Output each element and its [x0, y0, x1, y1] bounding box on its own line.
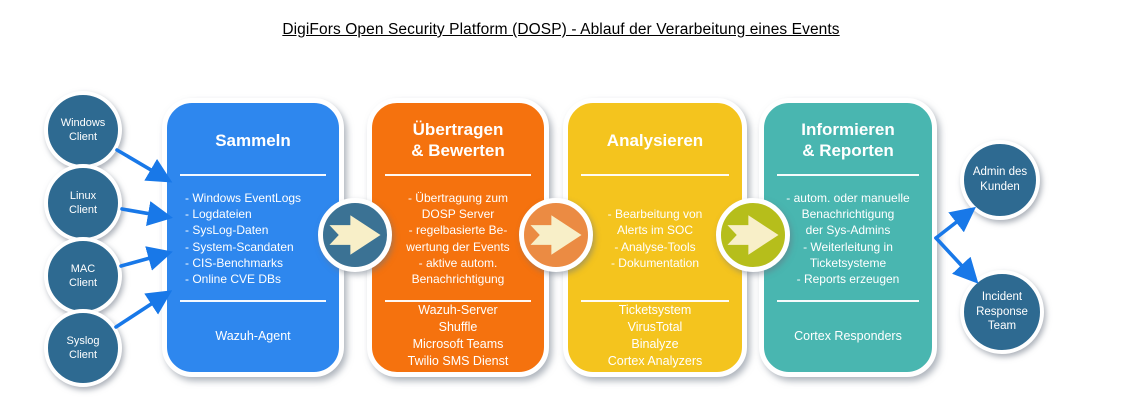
target-label: Admin des Kunden [972, 166, 1028, 193]
source-circle-windows-client: Windows Client [44, 91, 122, 169]
stage-items: - Windows EventLogs - Logdateien - SysLo… [175, 178, 331, 299]
stage-item: - aktive autom. Benachrichtigung [411, 255, 505, 287]
stage-separator [581, 300, 729, 302]
stage-item: - regelbasierte Be- wertung der Events [406, 223, 510, 254]
stage-items: - Bearbeitung von Alerts im SOC - Analys… [576, 178, 734, 299]
stage-separator [180, 174, 326, 176]
flow-arrow-circle-2 [519, 198, 593, 272]
target-label: Incident Response Team [976, 291, 1028, 333]
target-circle-admin-des-kunden: Admin des Kunden [960, 140, 1040, 220]
target-circle-incident-response-team: Incident Response Team [960, 270, 1044, 354]
connector-arrow [115, 148, 173, 183]
stage-item: - Dokumentation [610, 255, 700, 270]
stage-item: - Übertragung zum DOSP Server [407, 190, 509, 221]
stage-item: - Windows EventLogs [185, 190, 302, 205]
stage-tool: Cortex Analyzers [607, 354, 703, 368]
stage-tool: Microsoft Teams [412, 337, 504, 351]
flow-arrow-circle-1 [318, 198, 392, 272]
stage-items: - autom. oder manuelle Benachrichtigung … [772, 178, 924, 299]
stage-separator [180, 300, 326, 302]
source-label: Windows Client [60, 116, 106, 143]
stage-tools: Ticketsystem VirusTotal Binalyze Cortex … [572, 302, 738, 370]
stage-item: - autom. oder manuelle Benachrichtigung … [786, 190, 910, 238]
stage-item: - Weiterleitung in Ticketsysteme [803, 239, 893, 270]
connector-arrow [114, 290, 173, 329]
stage-card-uebertragen-bewerten: Übertragen & Bewerten - Übertragung zum … [367, 98, 549, 377]
connector-arrow [934, 236, 979, 284]
source-label: MAC Client [68, 262, 98, 289]
stage-tool: VirusTotal [627, 320, 683, 334]
stage-separator [777, 300, 919, 302]
stage-title: Sammeln [215, 130, 291, 150]
stage-title: Analysieren [606, 130, 704, 150]
flow-arrow-circle-3 [716, 198, 790, 272]
source-label: Syslog Client [66, 334, 100, 361]
stage-items: - Übertragung zum DOSP Server - regelbas… [380, 178, 536, 299]
stage-tools: Wazuh-Server Shuffle Microsoft Teams Twi… [376, 302, 540, 370]
stage-item: - CIS-Benchmarks [185, 255, 284, 270]
stage-item: - Online CVE DBs [185, 272, 282, 287]
flow-arrow-icon [527, 206, 585, 264]
stage-item: - SysLog-Daten [185, 223, 269, 238]
stage-card-sammeln: Sammeln - Windows EventLogs - Logdateien… [162, 98, 344, 377]
stage-tool: Twilio SMS Dienst [407, 354, 509, 368]
stage-tool: Binalyze [631, 337, 679, 351]
stage-tool: Shuffle [438, 320, 478, 334]
stage-separator [385, 174, 531, 176]
stage-item: - Analyse-Tools [614, 239, 696, 254]
stage-separator [581, 174, 729, 176]
stage-item: - System-Scandaten [185, 239, 294, 254]
stage-item: - Logdateien [185, 206, 252, 221]
source-circle-mac-client: MAC Client [44, 237, 122, 315]
stage-tools: Cortex Responders [768, 302, 928, 370]
stage-tool: Ticketsystem [618, 303, 692, 317]
stage-item: - Reports erzeugen [796, 272, 900, 287]
connector-arrow [119, 246, 173, 271]
connector-arrow [934, 206, 976, 240]
stage-separator [385, 300, 531, 302]
stage-separator [777, 174, 919, 176]
page-title: DigiFors Open Security Platform (DOSP) -… [282, 21, 840, 38]
stage-tools: Wazuh-Agent [171, 302, 335, 370]
stage-tool: Wazuh-Server [418, 303, 498, 317]
stage-title: Informieren & Reporten [801, 120, 895, 160]
stage-title: Übertragen & Bewerten [411, 120, 505, 160]
source-circle-linux-client: Linux Client [44, 164, 122, 242]
flow-arrow-icon [326, 206, 384, 264]
stage-item: - Bearbeitung von Alerts im SOC [607, 206, 703, 238]
stage-tool: Cortex Responders [794, 328, 902, 343]
stage-tool: Wazuh-Agent [215, 328, 291, 343]
stage-card-analysieren: Analysieren - Bearbeitung von Alerts im … [563, 98, 747, 377]
source-label: Linux Client [68, 189, 98, 216]
flow-arrow-icon [724, 206, 782, 264]
source-circle-syslog-client: Syslog Client [44, 309, 122, 387]
